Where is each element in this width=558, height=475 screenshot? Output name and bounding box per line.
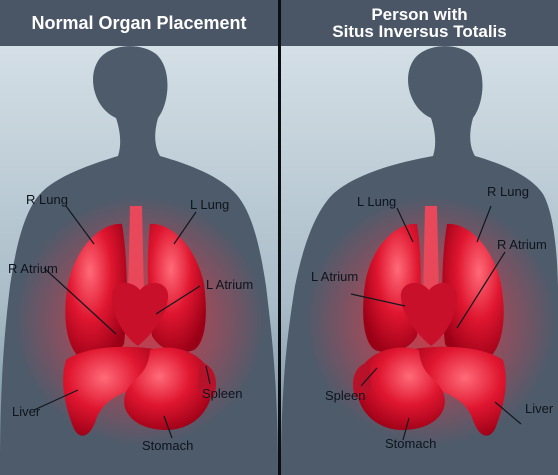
label-stomach: Stomach	[142, 438, 193, 453]
label-l-lung: L Lung	[190, 197, 229, 212]
label-stomach: Stomach	[385, 436, 436, 451]
trachea	[423, 206, 439, 296]
label-r-atrium: R Atrium	[497, 237, 547, 252]
right-panel-title: Person with Situs Inversus Totalis	[281, 0, 558, 46]
label-l-atrium: L Atrium	[311, 269, 358, 284]
right-title-line-2: Situs Inversus Totalis	[281, 23, 558, 40]
label-liver: Liver	[525, 401, 554, 416]
label-l-atrium: L Atrium	[206, 277, 253, 292]
left-panel-title: Normal Organ Placement	[0, 0, 278, 46]
inverted-anatomy-illustration: L Lung R Lung R Atrium L Atrium Spleen L…	[281, 46, 558, 475]
trachea	[128, 206, 144, 296]
normal-anatomy-illustration: R Lung L Lung R Atrium L Atrium Spleen L…	[0, 46, 278, 475]
right-title-line-1: Person with	[281, 6, 558, 23]
label-liver: Liver	[12, 404, 41, 419]
label-r-lung: R Lung	[487, 184, 529, 199]
label-r-lung: R Lung	[26, 192, 68, 207]
label-spleen: Spleen	[325, 388, 365, 403]
situs-inversus-panel: Person with Situs Inversus Totalis	[281, 0, 558, 475]
normal-placement-panel: Normal Organ Placement	[0, 0, 278, 475]
label-r-atrium: R Atrium	[8, 261, 58, 276]
label-spleen: Spleen	[202, 386, 242, 401]
label-l-lung: L Lung	[357, 194, 396, 209]
